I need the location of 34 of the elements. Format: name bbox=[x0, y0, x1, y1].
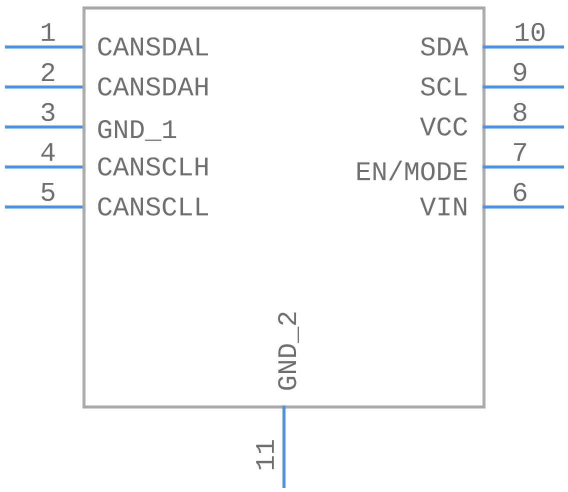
pin-name: GND_1 bbox=[98, 120, 176, 141]
pin-name: SCL bbox=[420, 77, 467, 96]
pin-name: CANSCLL bbox=[98, 197, 208, 216]
pin-line bbox=[482, 126, 564, 128]
pin-name: VCC bbox=[420, 117, 468, 136]
pin-name: VIN bbox=[420, 198, 466, 216]
pin-number: 11 bbox=[256, 440, 274, 470]
pin-line bbox=[482, 46, 564, 48]
pin-line bbox=[5, 166, 82, 168]
pin-number: 7 bbox=[514, 143, 526, 161]
pin-number: 6 bbox=[514, 182, 526, 202]
pin-line bbox=[482, 206, 564, 208]
pin-line bbox=[5, 46, 82, 48]
pin-name: SDA bbox=[420, 37, 468, 56]
pin-name: EN/MODE bbox=[357, 160, 467, 180]
pin-name: CANSDAL bbox=[98, 37, 208, 56]
pin-number: 4 bbox=[41, 143, 55, 161]
pin-number: 5 bbox=[42, 183, 54, 201]
pin-line bbox=[282, 406, 286, 488]
pin-line bbox=[5, 126, 82, 128]
pin-line bbox=[482, 86, 564, 88]
pin-number: 1 bbox=[42, 23, 55, 41]
pin-name: CANSCLH bbox=[98, 157, 208, 176]
pin-name: CANSDAH bbox=[98, 77, 208, 96]
pin-line bbox=[5, 206, 82, 208]
pin-line bbox=[482, 166, 564, 168]
pin-number: 10 bbox=[516, 22, 544, 42]
pin-number: 2 bbox=[42, 63, 54, 81]
pin-line bbox=[5, 86, 82, 88]
ic-body bbox=[82, 6, 486, 408]
pin-name: GND_2 bbox=[278, 312, 299, 390]
pin-number: 3 bbox=[42, 102, 54, 122]
pin-number: 8 bbox=[514, 102, 526, 122]
pin-number: 9 bbox=[514, 62, 526, 82]
